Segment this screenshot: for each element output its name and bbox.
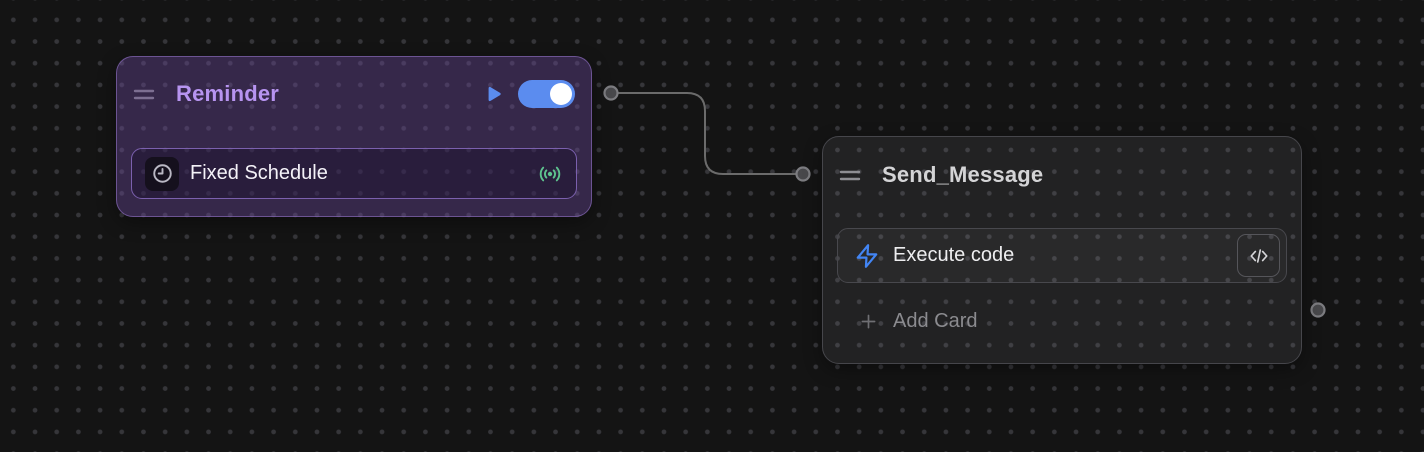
edit-code-button[interactable] [1237, 234, 1280, 277]
run-node-button[interactable] [484, 83, 504, 105]
node-send-message-header: Send_Message [837, 151, 1287, 199]
node-reminder-header: Reminder [131, 70, 577, 118]
play-icon [488, 86, 501, 102]
node-send-message-title: Send_Message [882, 162, 1044, 187]
port-reminder-output[interactable] [603, 85, 619, 101]
plus-icon [861, 314, 876, 329]
clock-icon-box [145, 156, 179, 191]
clock-icon [152, 164, 172, 183]
drag-handle-icon[interactable] [839, 163, 861, 187]
node-reminder[interactable]: Reminder Fixed Schedule [116, 56, 592, 217]
port-send-message-input[interactable] [795, 166, 811, 182]
add-card-button[interactable]: Add Card [837, 295, 1287, 347]
drag-handle-icon[interactable] [133, 82, 155, 106]
port-send-message-output[interactable] [1310, 302, 1326, 318]
card-fixed-schedule[interactable]: Fixed Schedule [131, 148, 577, 199]
add-card-label: Add Card [893, 309, 978, 332]
node-enabled-toggle[interactable] [518, 80, 575, 108]
card-execute-code-label: Execute code [893, 244, 1015, 266]
node-reminder-title: Reminder [176, 81, 280, 106]
card-execute-code[interactable]: Execute code [837, 228, 1287, 283]
broadcast-signal-icon [537, 163, 563, 185]
edge-reminder-to-send-message [611, 92, 803, 175]
card-fixed-schedule-label: Fixed Schedule [190, 162, 328, 184]
node-send-message[interactable]: Send_Message Execute code [822, 136, 1302, 364]
code-brackets-icon [1249, 248, 1268, 263]
lightning-bolt-icon [854, 243, 880, 269]
toggle-knob [550, 83, 572, 105]
